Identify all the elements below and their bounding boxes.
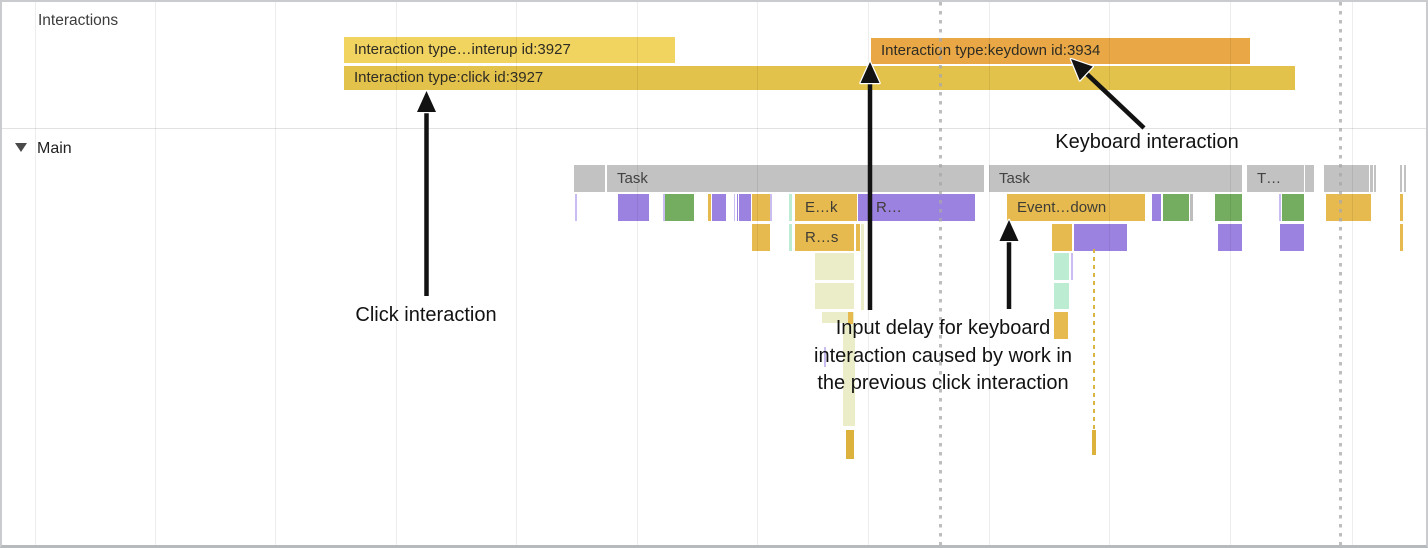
track-divider [2, 128, 1426, 129]
flame-segment-label: R… [876, 199, 902, 216]
interaction-bar-label: Interaction type…interup id:3927 [354, 41, 571, 58]
interaction-bar-label: Interaction type:keydown id:3934 [881, 41, 1101, 59]
flame-segment[interactable] [1326, 194, 1371, 221]
flame-segment[interactable] [618, 194, 649, 221]
flame-segment[interactable] [711, 194, 726, 221]
flame-segment-task[interactable]: Task [607, 165, 984, 192]
flame-segment-label: Task [617, 170, 648, 187]
flame-segment[interactable] [1279, 194, 1281, 221]
flame-segment[interactable] [1305, 165, 1314, 192]
input-delay-line-2: interaction caused by work in [814, 344, 1072, 367]
input-delay-line-1: Input delay for keyboard [835, 317, 1051, 339]
flame-segment[interactable] [736, 194, 738, 221]
flame-segment-t[interactable]: T… [1247, 165, 1304, 192]
flame-segment[interactable] [1282, 194, 1304, 221]
flame-segment[interactable] [855, 224, 860, 251]
flame-segment-ek[interactable]: E…k [795, 194, 857, 221]
flame-segment[interactable] [1054, 253, 1069, 280]
flame-segment[interactable] [1280, 224, 1304, 251]
flame-segment[interactable] [860, 224, 864, 310]
chevron-down-icon[interactable] [15, 143, 27, 152]
flame-segment[interactable] [575, 194, 577, 221]
flame-segment[interactable] [665, 194, 694, 221]
flame-segment[interactable] [822, 312, 854, 323]
flame-segment[interactable] [1215, 194, 1242, 221]
dotted-yellow-connector [1093, 249, 1095, 430]
flame-segment[interactable] [1163, 194, 1189, 221]
flame-segment[interactable] [708, 194, 711, 221]
input-delay-line-3: the previous click interaction [817, 372, 1069, 394]
interaction-bar-keydown[interactable]: Interaction type:keydown id:3934 [871, 37, 1250, 64]
flame-segment[interactable] [1400, 165, 1402, 192]
interaction-bar-label: Interaction type:click id:3927 [354, 69, 544, 86]
flame-segment[interactable] [846, 430, 854, 459]
interaction-bar-click[interactable]: Interaction type:click id:3927 [344, 66, 1295, 90]
flame-segment[interactable] [1404, 165, 1406, 192]
flame-segment[interactable] [1074, 224, 1127, 251]
flame-segment[interactable] [843, 324, 855, 426]
flame-segment[interactable] [788, 194, 792, 221]
flame-segment[interactable] [1373, 165, 1376, 192]
flame-segment[interactable] [769, 194, 772, 221]
flame-segment[interactable] [739, 194, 751, 221]
interactions-track-label[interactable]: Interactions [38, 12, 119, 29]
flame-segment[interactable] [733, 194, 735, 221]
flame-segment-label: E…k [805, 199, 838, 216]
flame-segment-label: Task [999, 170, 1030, 187]
flame-segment[interactable] [663, 194, 665, 221]
flame-segment[interactable] [824, 347, 826, 367]
main-track-label[interactable]: Main [37, 140, 72, 157]
flame-segment[interactable] [751, 224, 770, 251]
flame-segment-task[interactable]: Task [989, 165, 1242, 192]
interaction-bar-pointerup[interactable]: Interaction type…interup id:3927 [344, 37, 675, 63]
flame-segment[interactable] [788, 224, 792, 251]
flame-segment-rs[interactable]: R…s [795, 224, 854, 251]
flame-segment[interactable] [1052, 224, 1072, 251]
flame-segment[interactable] [1092, 430, 1096, 455]
flame-segment[interactable] [848, 312, 853, 324]
flame-segment[interactable] [815, 283, 854, 309]
flame-segment[interactable] [1324, 165, 1369, 192]
flame-segment[interactable] [1070, 253, 1073, 280]
flame-segment[interactable] [1400, 224, 1403, 251]
flame-segment[interactable] [1190, 194, 1193, 221]
flame-segment[interactable] [815, 253, 854, 280]
flame-segment[interactable] [574, 165, 605, 192]
flame-segment-eventdown[interactable]: Event…down [1007, 194, 1145, 221]
flame-segment-label: T… [1257, 170, 1282, 187]
input-delay-annotation: Input delay for keyboard interaction cau… [782, 315, 1104, 398]
flame-segment[interactable] [1054, 312, 1068, 339]
flame-segment[interactable] [1218, 224, 1242, 251]
flame-segment[interactable] [1152, 194, 1161, 221]
flame-segment[interactable] [1370, 165, 1373, 192]
flame-segment-r[interactable]: R… [858, 194, 975, 221]
flame-segment-label: R…s [805, 229, 839, 246]
click-interaction-annotation: Click interaction [355, 304, 497, 326]
flame-segment[interactable] [1054, 283, 1069, 309]
flame-segment[interactable] [751, 194, 770, 221]
keyboard-interaction-annotation: Keyboard interaction [1055, 131, 1239, 153]
flame-segment-label: Event…down [1017, 199, 1107, 216]
flame-segment[interactable] [1400, 194, 1403, 221]
